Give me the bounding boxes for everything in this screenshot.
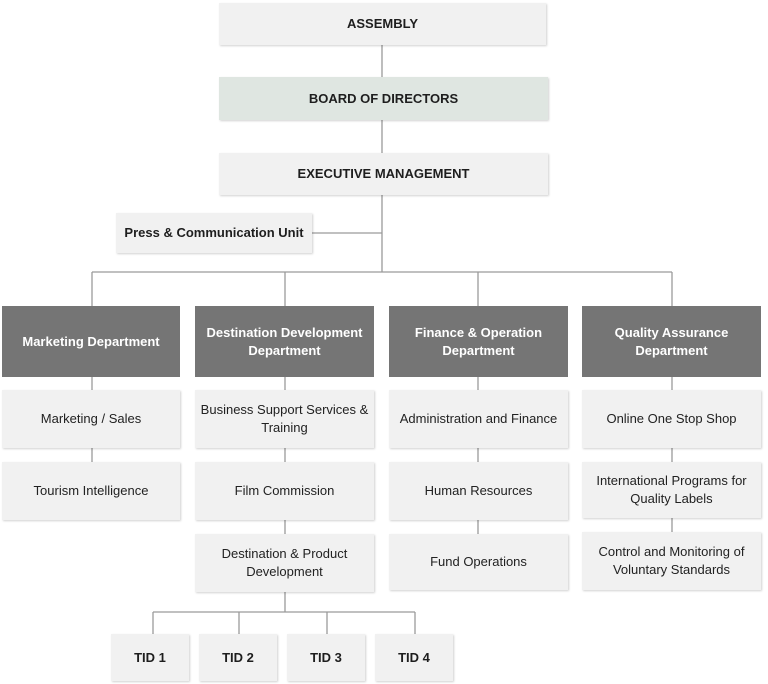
- tid-4-box: TID 4: [375, 634, 453, 681]
- department-label: Finance & Operation Department: [414, 324, 543, 358]
- tid-label: TID 2: [222, 649, 254, 665]
- assembly-box: ASSEMBLY: [219, 3, 546, 45]
- unit-label: Marketing / Sales: [40, 411, 142, 426]
- department-marketing: Marketing Department: [2, 306, 180, 377]
- unit-marketing-sales: Marketing / Sales: [2, 390, 180, 448]
- department-label: Quality Assurance Department: [614, 324, 729, 358]
- department-destination-development: Destination Development Department: [195, 306, 374, 377]
- unit-business-support-services: Business Support Services & Training: [195, 390, 374, 448]
- executive-management-box: EXECUTIVE MANAGEMENT: [219, 153, 548, 195]
- unit-administration-finance: Administration and Finance: [389, 390, 568, 448]
- unit-label: Online One Stop Shop: [606, 411, 737, 426]
- tid-label: TID 1: [134, 649, 166, 665]
- assembly-label: ASSEMBLY: [346, 16, 419, 31]
- unit-label: Film Commission: [234, 483, 335, 498]
- unit-film-commission: Film Commission: [195, 462, 374, 520]
- tid-2-box: TID 2: [199, 634, 277, 681]
- board-of-directors-box: BOARD OF DIRECTORS: [219, 77, 548, 120]
- unit-fund-operations: Fund Operations: [389, 534, 568, 590]
- unit-tourism-intelligence: Tourism Intelligence: [2, 462, 180, 520]
- unit-label: Control and Monitoring of Voluntary Stan…: [598, 544, 745, 577]
- unit-label: Human Resources: [424, 483, 533, 498]
- tid-label: TID 3: [310, 649, 342, 665]
- unit-control-monitoring-voluntary-standards: Control and Monitoring of Voluntary Stan…: [582, 532, 761, 590]
- board-of-directors-label: BOARD OF DIRECTORS: [308, 90, 459, 106]
- unit-online-one-stop-shop: Online One Stop Shop: [582, 390, 761, 448]
- unit-destination-product-development: Destination & Product Development: [195, 534, 374, 592]
- executive-management-label: EXECUTIVE MANAGEMENT: [297, 166, 470, 181]
- department-quality-assurance: Quality Assurance Department: [582, 306, 761, 377]
- press-communication-unit-label: Press & Communication Unit: [124, 225, 304, 240]
- unit-human-resources: Human Resources: [389, 462, 568, 520]
- department-label: Destination Development Department: [206, 324, 363, 358]
- unit-label: Tourism Intelligence: [33, 483, 149, 498]
- tid-1-box: TID 1: [111, 634, 189, 681]
- unit-label: Fund Operations: [430, 554, 527, 569]
- press-communication-unit-box: Press & Communication Unit: [116, 213, 312, 253]
- unit-label: International Programs for Quality Label…: [596, 473, 747, 506]
- tid-3-box: TID 3: [287, 634, 365, 681]
- unit-international-programs-quality-labels: International Programs for Quality Label…: [582, 462, 761, 518]
- department-label: Marketing Department: [22, 333, 160, 349]
- department-finance-operation: Finance & Operation Department: [389, 306, 568, 377]
- unit-label: Business Support Services & Training: [200, 402, 369, 435]
- unit-label: Administration and Finance: [399, 411, 558, 426]
- unit-label: Destination & Product Development: [221, 546, 348, 579]
- tid-label: TID 4: [398, 649, 430, 665]
